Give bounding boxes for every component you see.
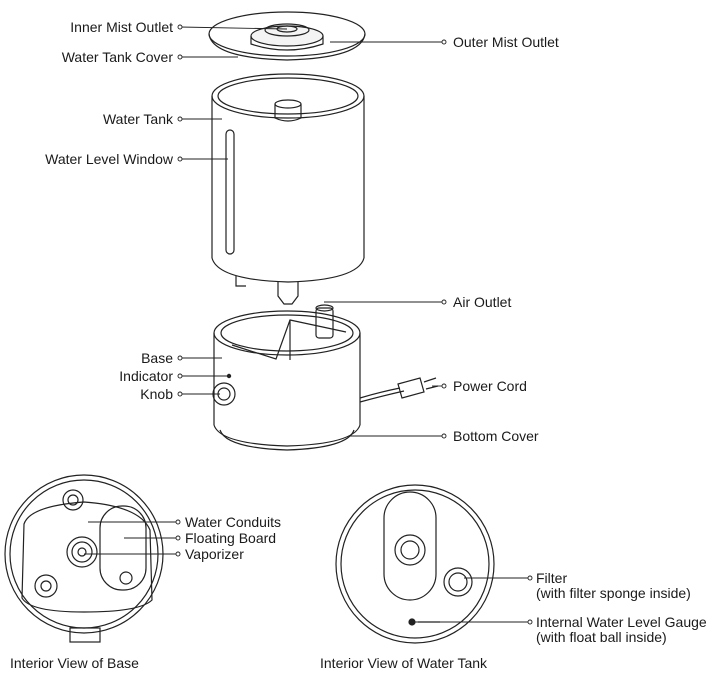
tank-interior-drawing [335,484,495,644]
label-bottom-cover: Bottom Cover [453,428,539,444]
label-water-tank-cover: Water Tank Cover [61,49,173,65]
base-drawing [212,304,439,451]
label-internal-gauge-note: (with float ball inside) [536,629,667,645]
label-internal-water-level-gauge: Internal Water Level Gauge [536,614,707,630]
label-floating-board: Floating Board [185,530,277,546]
label-filter: Filter [536,570,568,586]
label-air-outlet: Air Outlet [453,294,512,310]
label-filter-note: (with filter sponge inside) [536,585,691,601]
water-tank-drawing [211,73,365,305]
label-power-cord: Power Cord [453,378,527,394]
label-water-level-window: Water Level Window [45,151,173,167]
base-interior-drawing [4,474,164,643]
leader-lines [84,24,533,625]
caption-base-interior: Interior View of Base [10,655,139,671]
water-tank-cover-drawing [208,11,366,61]
label-water-tank: Water Tank [102,111,173,127]
label-inner-mist-outlet: Inner Mist Outlet [70,19,173,35]
label-outer-mist-outlet: Outer Mist Outlet [453,34,559,50]
caption-tank-interior: Interior View of Water Tank [320,655,488,671]
label-water-conduits: Water Conduits [185,514,281,530]
label-base: Base [141,350,173,366]
label-indicator: Indicator [119,368,173,384]
label-vaporizer: Vaporizer [185,546,244,562]
label-knob: Knob [140,386,173,402]
